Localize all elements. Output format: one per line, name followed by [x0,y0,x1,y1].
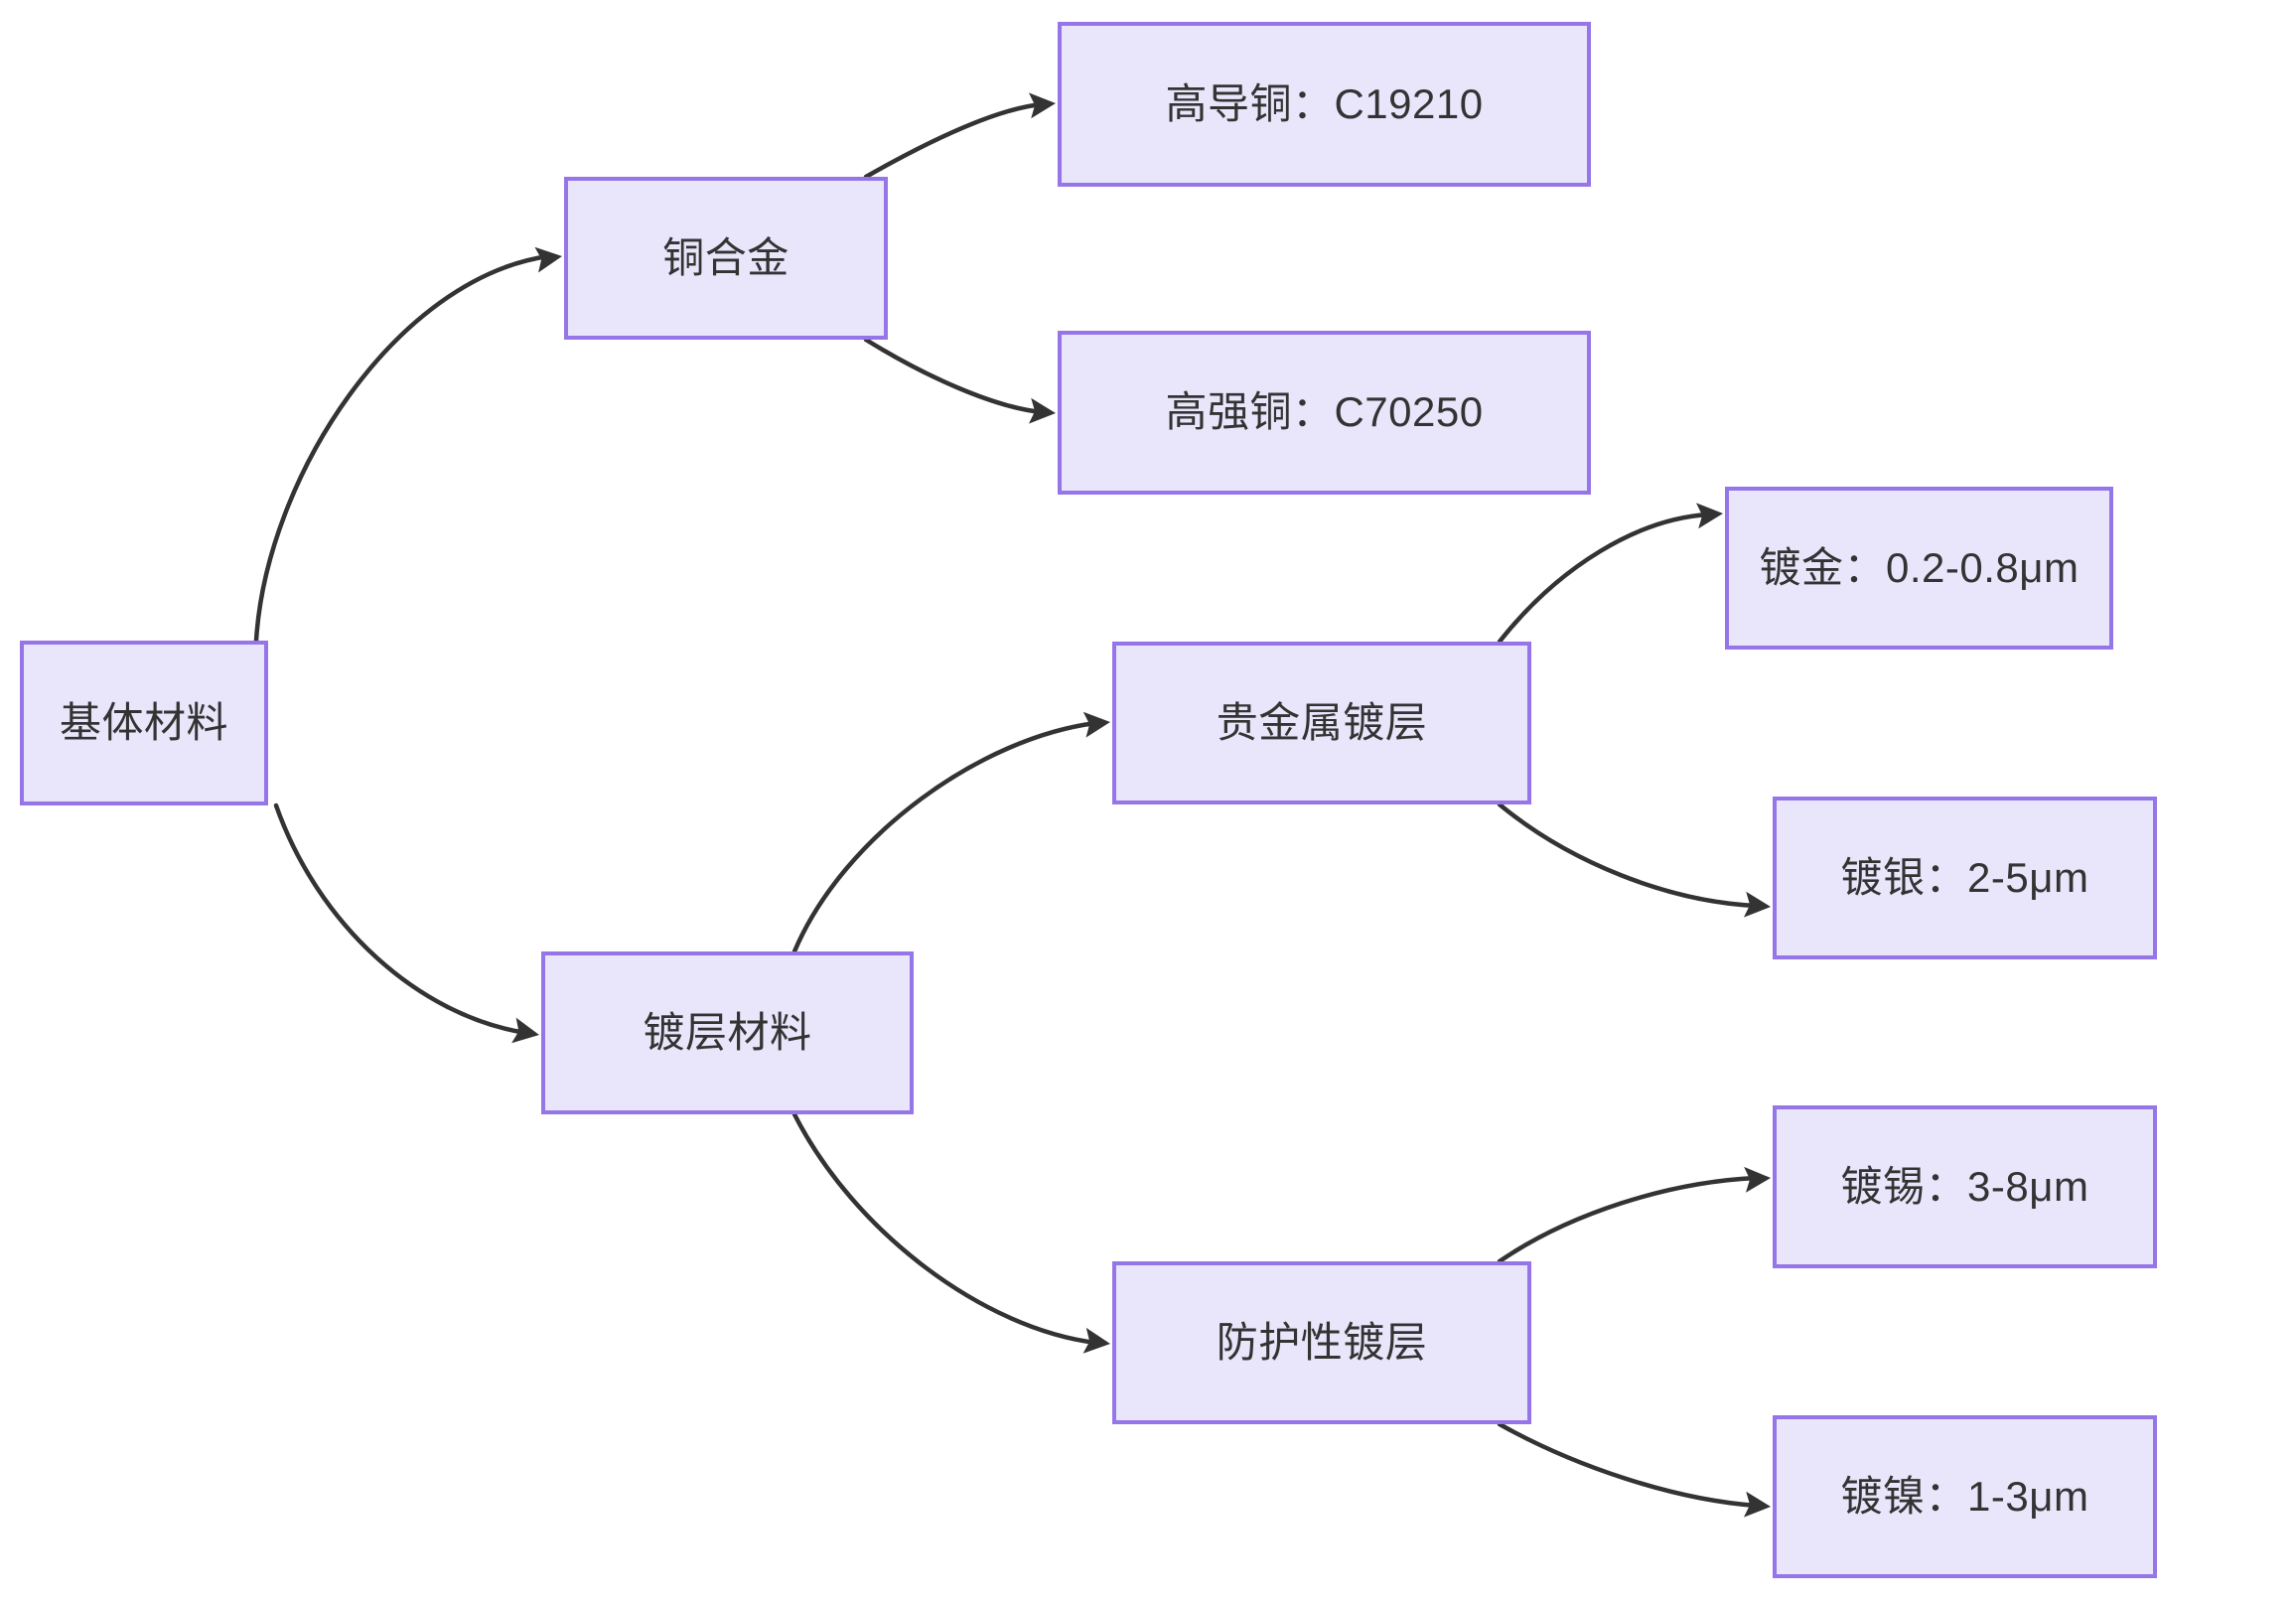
node-protective-plating[interactable]: 防护性镀层 [1112,1261,1531,1424]
edge-path [1497,1421,1760,1509]
edge-precious-metal-plating-to-silver-plating [1497,802,1771,918]
edge-precious-metal-plating-to-gold-plating [1497,503,1723,645]
node-tin-plating[interactable]: 镀锡：3-8μm [1773,1105,2157,1268]
arrowhead-icon [511,1017,539,1044]
node-high-strength-copper[interactable]: 高强铜：C70250 [1058,331,1591,495]
edge-protective-plating-to-tin-plating [1497,1166,1771,1264]
arrowhead-icon [1743,891,1771,918]
node-silver-plating[interactable]: 镀银：2-5μm [1773,797,2157,959]
node-label-plating-material: 镀层材料 [643,1008,812,1056]
edge-path [863,337,1045,415]
node-nickel-plating[interactable]: 镀镍：1-3μm [1773,1415,2157,1578]
edge-plating-material-to-precious-metal-plating [791,711,1110,954]
edge-copper-alloy-to-high-strength-copper [863,337,1056,424]
node-label-precious-metal-plating: 贵金属镀层 [1216,698,1428,746]
edge-root-to-copper-alloy [253,246,562,644]
node-label-high-strength-copper: 高强铜：C70250 [1165,388,1484,436]
node-label-high-conductivity-copper: 高导铜：C19210 [1165,79,1484,127]
arrowhead-icon [1028,92,1056,119]
edge-path [863,101,1045,180]
edge-path [791,1111,1099,1346]
edge-plating-material-to-protective-plating [791,1111,1110,1354]
edge-protective-plating-to-nickel-plating [1497,1421,1771,1518]
node-label-silver-plating: 镀银：2-5μm [1840,853,2089,901]
arrowhead-icon [1744,1166,1771,1193]
edge-root-to-plating-material [273,802,539,1044]
node-precious-metal-plating[interactable]: 贵金属镀层 [1112,642,1531,804]
node-label-copper-alloy: 铜合金 [662,233,789,281]
arrowhead-icon [1082,1327,1110,1354]
node-label-protective-plating: 防护性镀层 [1216,1318,1428,1366]
edge-path [1497,1175,1760,1264]
node-high-conductivity-copper[interactable]: 高导铜：C19210 [1058,22,1591,187]
edge-copper-alloy-to-high-conductivity-copper [863,92,1056,180]
arrowhead-icon [1028,397,1056,424]
node-label-root: 基体材料 [59,698,228,746]
node-copper-alloy[interactable]: 铜合金 [564,177,888,340]
node-label-tin-plating: 镀锡：3-8μm [1840,1162,2089,1210]
node-label-nickel-plating: 镀镍：1-3μm [1840,1472,2089,1520]
edge-path [1497,802,1760,909]
node-root[interactable]: 基体材料 [20,641,268,805]
edge-path [791,720,1099,954]
arrowhead-icon [1743,1491,1771,1518]
node-label-gold-plating: 镀金：0.2-0.8μm [1759,543,2080,591]
node-plating-material[interactable]: 镀层材料 [541,951,914,1114]
edge-path [273,802,528,1036]
edge-path [1497,511,1712,645]
arrowhead-icon [1082,711,1110,738]
edge-path [253,253,551,644]
arrowhead-icon [534,246,562,273]
arrowhead-icon [1695,503,1723,529]
node-gold-plating[interactable]: 镀金：0.2-0.8μm [1725,487,2113,650]
